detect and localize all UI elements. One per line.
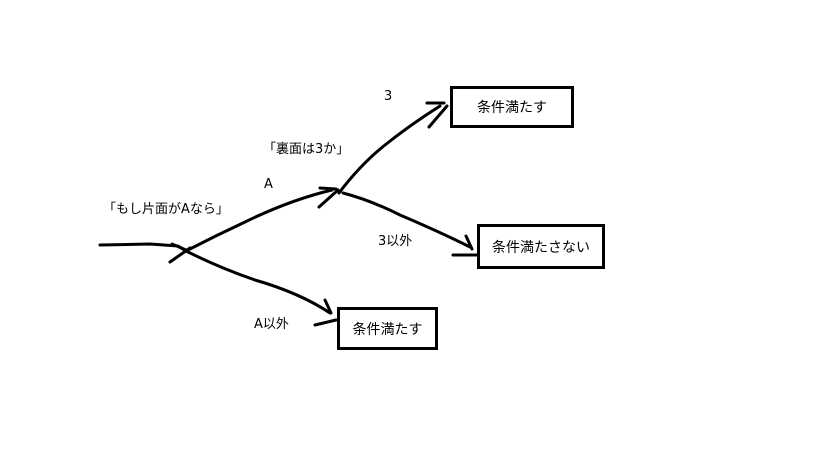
branch-a-line xyxy=(184,188,334,253)
branch-not-a-arrowhead xyxy=(313,298,338,327)
condition-side-label: 「もし片面がAなら」 xyxy=(103,202,229,217)
condition-reverse-label: 「裏面は3か」 xyxy=(263,142,350,157)
branch-not3-line xyxy=(341,191,472,249)
branch-not3-arrowhead xyxy=(451,234,480,257)
branch-3-label: 3 xyxy=(384,89,393,104)
result-text: 条件満たす xyxy=(352,321,423,338)
result-text: 条件満たさない xyxy=(492,239,590,256)
result-box-satisfied-bottom: 条件満たす xyxy=(337,307,438,350)
branch-not3-label: 3以外 xyxy=(378,234,413,249)
branch-a-arrowhead xyxy=(317,186,340,209)
branch-not-a-line xyxy=(184,249,332,315)
branch-not-a-label: A以外 xyxy=(254,317,289,332)
result-box-not-satisfied: 条件満たさない xyxy=(477,224,605,269)
result-box-satisfied-top: 条件満たす xyxy=(450,86,574,128)
result-text: 条件満たす xyxy=(477,100,547,116)
branch-3-arrowhead xyxy=(425,101,449,129)
branch-3-line xyxy=(337,104,442,195)
branch-a-label: A xyxy=(264,177,273,192)
